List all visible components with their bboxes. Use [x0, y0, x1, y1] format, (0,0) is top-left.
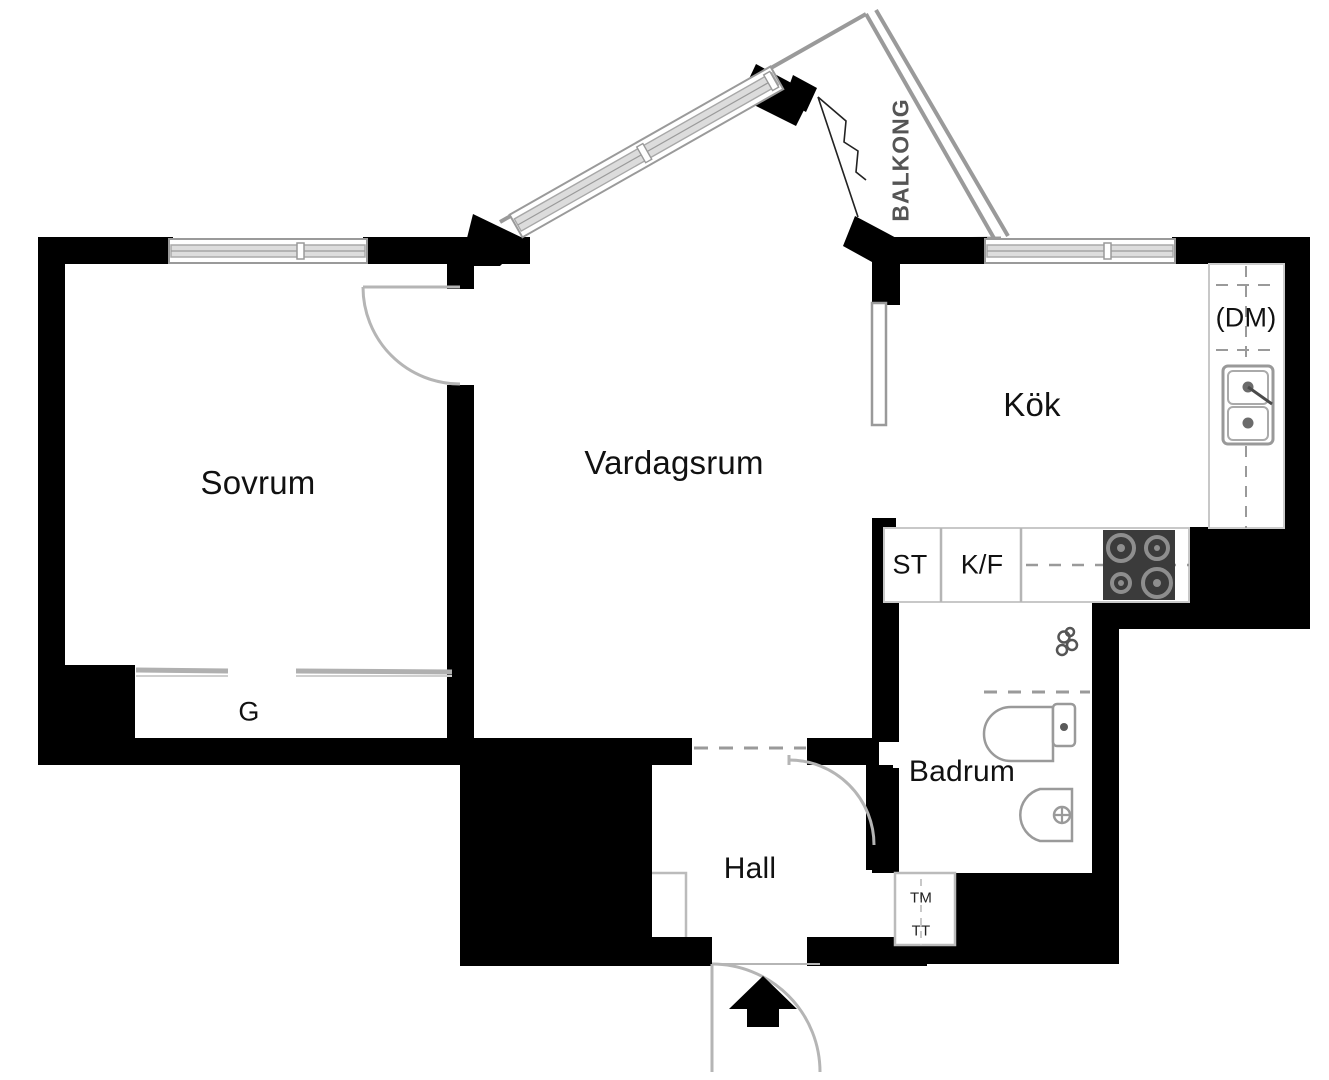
- shower-head-icon: [1055, 626, 1079, 657]
- label-dryer: TT: [911, 922, 931, 940]
- wardrobe-rails: [135, 667, 453, 675]
- balcony-door-swing: [817, 96, 867, 218]
- label-balkong: BALKONG: [887, 98, 914, 222]
- bathroom-door: [787, 755, 876, 846]
- sink: [1221, 364, 1275, 446]
- hall-closet: [652, 871, 688, 937]
- window-bedroom: [168, 238, 368, 264]
- room-label-sovrum: Sovrum: [200, 464, 316, 501]
- toilet: [982, 702, 1077, 763]
- window-livingroom: [508, 65, 785, 239]
- room-label-garderob: G: [238, 696, 260, 727]
- room-label-hall: Hall: [723, 852, 777, 885]
- wash-basin: [1019, 787, 1074, 843]
- balcony-door: [870, 301, 888, 427]
- bedroom-door: [361, 285, 461, 386]
- label-dishwasher: (DM): [1215, 302, 1277, 333]
- entrance-door: [710, 962, 822, 1073]
- stove: [1103, 530, 1175, 600]
- walls: [38, 64, 1310, 966]
- label-fridge-freezer: K/F: [960, 549, 1004, 580]
- washer-dryer-box: [893, 871, 957, 947]
- room-label-vardagsrum: Vardagsrum: [584, 444, 764, 481]
- room-label-badrum: Badrum: [908, 755, 1016, 788]
- label-washing-machine: TM: [909, 889, 933, 907]
- room-label-kok: Kök: [1003, 386, 1061, 423]
- window-kitchen: [984, 238, 1176, 264]
- entrance-arrow-icon: [729, 976, 797, 1027]
- label-storage: ST: [892, 549, 928, 580]
